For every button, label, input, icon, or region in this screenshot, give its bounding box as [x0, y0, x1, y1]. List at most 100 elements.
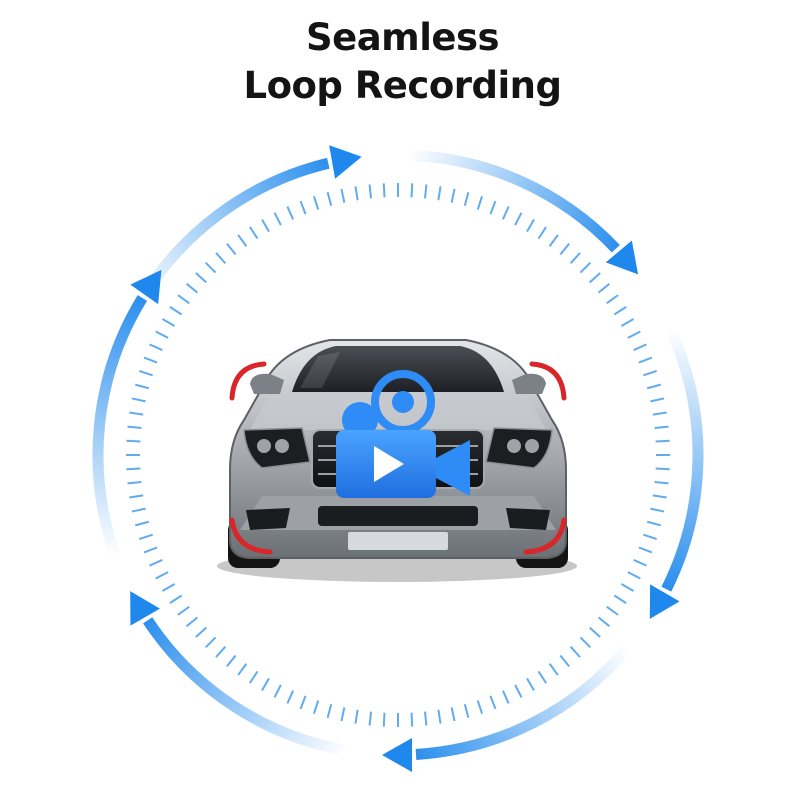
tick-mark: [129, 495, 143, 497]
tick-mark: [628, 572, 640, 578]
tick-mark: [560, 656, 569, 667]
tick-mark: [328, 192, 332, 206]
tick-mark: [206, 637, 216, 647]
loop-arrow-arc: [666, 328, 698, 589]
tick-mark: [515, 213, 521, 225]
tick-mark: [643, 371, 656, 375]
tick-mark: [438, 186, 440, 200]
loop-arrow-icon: [329, 145, 361, 178]
tick-mark: [206, 263, 216, 273]
tick-mark: [238, 664, 246, 675]
loop-arrow-icon: [650, 584, 680, 618]
tick-mark: [132, 509, 146, 512]
tick-mark: [647, 522, 661, 526]
tick-mark: [301, 201, 306, 214]
tick-mark: [655, 482, 669, 483]
tick-mark: [639, 547, 652, 552]
tick-mark: [355, 186, 357, 200]
tick-mark: [156, 572, 168, 578]
tick-mark: [503, 207, 509, 220]
tick-mark: [639, 358, 652, 363]
tick-mark: [144, 547, 157, 552]
tick-mark: [196, 273, 206, 282]
loop-arrow-arc: [138, 163, 328, 305]
tick-mark: [614, 596, 626, 604]
tick-mark: [187, 284, 198, 293]
loop-arrow-arc: [416, 648, 628, 755]
tick-mark: [287, 691, 293, 704]
tick-mark: [425, 184, 426, 198]
tick-mark: [656, 441, 670, 442]
tick-mark: [634, 344, 647, 350]
tick-mark: [250, 227, 258, 239]
tick-mark: [571, 253, 580, 263]
tick-mark: [550, 235, 558, 246]
tick-mark: [275, 685, 281, 697]
tick-mark: [127, 427, 141, 428]
tick-mark: [156, 332, 168, 338]
tick-mark: [515, 685, 521, 697]
tick-mark: [262, 678, 269, 690]
tick-mark: [643, 535, 656, 539]
tick-mark: [355, 710, 357, 724]
tick-mark: [607, 295, 618, 303]
tick-mark: [341, 707, 344, 721]
tick-mark: [599, 284, 610, 293]
tick-mark: [527, 219, 534, 231]
tick-mark: [187, 617, 198, 626]
tick-mark: [590, 628, 600, 637]
tick-mark: [328, 704, 332, 718]
tick-mark: [590, 273, 600, 282]
tick-mark: [628, 332, 640, 338]
tick-mark: [370, 712, 371, 726]
tick-mark: [653, 412, 667, 414]
tick-mark: [384, 713, 385, 727]
tick-mark: [301, 696, 306, 709]
tick-mark: [139, 535, 152, 539]
loop-arrow-arc: [148, 620, 346, 750]
tick-mark: [634, 560, 647, 566]
tick-mark: [126, 441, 140, 442]
tick-mark: [139, 371, 152, 375]
tick-mark: [465, 704, 469, 718]
tick-mark: [527, 678, 534, 690]
tick-mark: [370, 184, 371, 198]
tick-mark: [384, 183, 385, 197]
tick-mark: [127, 482, 141, 483]
tick-mark: [150, 560, 163, 566]
tick-mark: [478, 700, 482, 713]
tick-mark: [262, 219, 269, 231]
tick-mark: [178, 607, 189, 615]
loop-arrow-arc: [408, 155, 615, 249]
tick-mark: [580, 637, 590, 647]
tick-mark: [580, 263, 590, 273]
tick-mark: [162, 584, 174, 591]
tick-mark: [227, 656, 236, 667]
tick-mark: [162, 319, 174, 326]
tick-mark: [425, 712, 426, 726]
tick-mark: [150, 344, 163, 350]
tick-mark: [412, 183, 413, 197]
tick-mark: [503, 691, 509, 704]
tick-mark: [650, 398, 664, 401]
tick-mark: [490, 696, 495, 709]
tick-mark: [653, 495, 667, 497]
loop-arrow-icon: [382, 738, 412, 772]
tick-mark: [178, 295, 189, 303]
tick-mark: [539, 227, 547, 239]
tick-mark: [170, 307, 182, 315]
tick-mark: [341, 189, 344, 203]
tick-mark: [170, 596, 182, 604]
tick-mark: [647, 385, 661, 389]
tick-mark: [135, 385, 149, 389]
tick-mark: [550, 664, 558, 675]
tick-mark: [314, 196, 318, 209]
tick-mark: [227, 244, 236, 255]
tick-mark: [126, 469, 140, 470]
tick-mark: [478, 196, 482, 209]
tick-mark: [129, 412, 143, 414]
tick-mark: [216, 253, 225, 263]
tick-mark: [614, 307, 626, 315]
tick-mark: [571, 647, 580, 657]
